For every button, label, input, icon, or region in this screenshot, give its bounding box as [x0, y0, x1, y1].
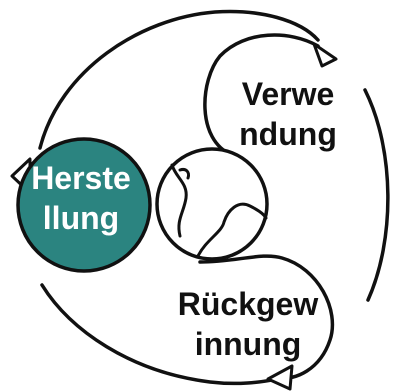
herstellung-label: Herste llung: [22, 158, 140, 238]
rueckgewinnung-label-line2: innung: [194, 326, 302, 362]
herstellung-label-line1: Herste: [31, 160, 131, 196]
arrowhead-bottom-icon: [266, 364, 294, 391]
globe-icon: [155, 147, 269, 261]
outer-arc-right: [363, 88, 390, 302]
outer-arc-top: [38, 9, 320, 150]
verwendung-label: Verwe ndung: [218, 74, 358, 154]
herstellung-node: [16, 137, 152, 273]
outer-arc-bottom: [40, 283, 282, 386]
verwendung-label-line2: ndung: [239, 116, 337, 152]
arrowhead-right-icon: [312, 42, 338, 68]
verwendung-label-line1: Verwe: [241, 76, 335, 112]
herstellung-label-line2: llung: [42, 200, 120, 236]
inner-lobe-bottom: [198, 254, 335, 380]
rueckgewinnung-label-line1: Rückgew: [177, 286, 319, 322]
rueckgewinnung-label: Rückgew innung: [158, 284, 338, 364]
inner-lobe-top: [203, 33, 320, 157]
